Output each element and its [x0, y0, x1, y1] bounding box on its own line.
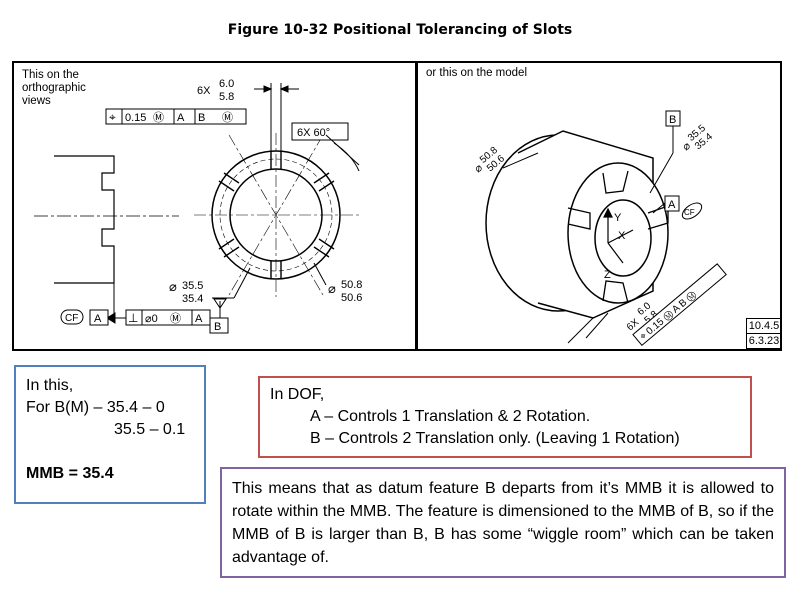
width-max: 6.0: [219, 78, 234, 90]
position-datum-a: A: [177, 112, 185, 124]
bore-dia-symbol: ⌀: [169, 279, 177, 294]
isometric-part: [485, 130, 669, 319]
position-modifier: Ⓜ: [153, 111, 164, 124]
mmb-note-box: In this, For B(M) – 35.4 – 0 35.5 – 0.1 …: [14, 365, 206, 504]
perp-symbol: ⊥: [128, 311, 138, 325]
model-datum-a: A: [668, 199, 676, 211]
mmb-line2: For B(M) – 35.4 – 0: [26, 399, 165, 416]
reference-1: 10.4.5: [747, 320, 781, 334]
dof-heading: In DOF,: [270, 386, 325, 403]
dof-note-box: In DOF, A – Controls 1 Translation & 2 R…: [258, 376, 752, 458]
bore-max: 35.5: [182, 280, 203, 292]
od-dia-symbol: ⌀: [328, 281, 336, 296]
orthographic-caption: This on the orthographic views: [22, 69, 86, 107]
position-tolerance-frame: [105, 108, 247, 125]
orthographic-drawing: 6X 6.0 5.8 ⌖ 0.15 Ⓜ A B Ⓜ 6X 60° ⌀ 35.5 …: [34, 78, 362, 334]
model-view-panel: or this on the model Y X Z ⌀ 50.8 50.6: [416, 61, 782, 351]
axis-z: Z: [604, 269, 611, 281]
explanation-box: This means that as datum feature B depar…: [220, 467, 786, 578]
position-datum-b: B: [198, 112, 205, 124]
mmb-line1: In this,: [26, 377, 74, 394]
dof-a-line: A – Controls 1 Translation & 2 Rotation.: [310, 408, 591, 425]
position-symbol: ⌖: [109, 110, 116, 124]
perp-datum: A: [195, 313, 203, 325]
explanation-text: This means that as datum feature B depar…: [232, 480, 774, 566]
axis-y: Y: [614, 212, 622, 224]
od-max: 50.8: [341, 279, 362, 291]
perp-value: ⌀0: [145, 313, 158, 325]
datum-cf: CF: [65, 313, 78, 324]
perp-modifier: Ⓜ: [170, 312, 181, 325]
model-drawing: Y X Z ⌀ 50.8 50.6 ⌀ 35.5 35.4 B A CF 6X …: [472, 110, 727, 347]
model-slots: [567, 170, 669, 304]
width-count: 6X: [197, 85, 211, 97]
datum-b-label: B: [214, 321, 221, 333]
orthographic-views-panel: This on the orthographic views: [12, 61, 417, 351]
axis-x: X: [618, 230, 626, 242]
reference-2: 6.3.23: [747, 335, 781, 349]
reference-box: 10.4.5 6.3.23: [746, 318, 782, 349]
model-cf: CF: [684, 208, 695, 217]
model-datum-b: B: [669, 114, 676, 126]
datum-a-label: A: [94, 313, 102, 325]
position-value: 0.15: [125, 112, 146, 124]
position-datum-b-modifier: Ⓜ: [222, 111, 233, 124]
figure-title: Figure 10-32 Positional Tolerancing of S…: [227, 22, 573, 38]
model-caption: or this on the model: [426, 67, 528, 79]
bore-min: 35.4: [182, 293, 203, 305]
angle-label: 6X 60°: [297, 127, 330, 139]
od-min: 50.6: [341, 292, 362, 304]
mmb-result: MMB = 35.4: [26, 465, 114, 482]
width-min: 5.8: [219, 91, 234, 103]
dof-b-line: B – Controls 2 Translation only. (Leavin…: [310, 430, 680, 447]
mmb-line3: 35.5 – 0.1: [114, 421, 186, 438]
front-view: [194, 133, 359, 297]
slot-marks: [218, 151, 335, 279]
side-view: [34, 155, 179, 284]
